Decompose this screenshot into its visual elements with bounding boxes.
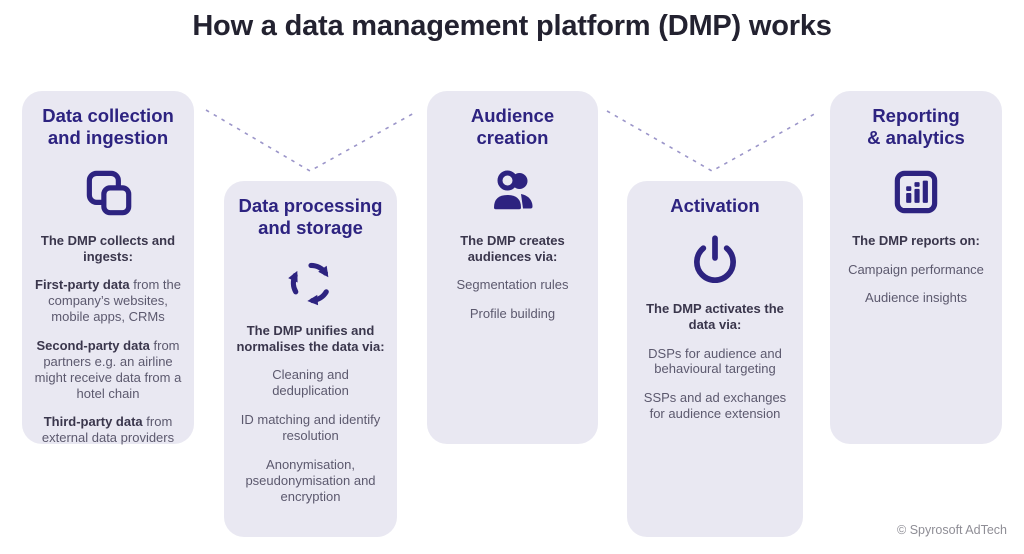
card-item: Profile building — [469, 306, 556, 322]
card-item: Campaign performance — [848, 261, 984, 277]
card-item: Anonymisation, pseudonymisation and encr… — [245, 456, 376, 504]
item-lead: Second-party data — [36, 337, 150, 353]
card-item: Cleaning and deduplication — [272, 367, 349, 399]
card-intro: The DMP collects and ingests: — [40, 232, 176, 264]
item-rest: from external data providers — [41, 414, 175, 446]
connector-v-right — [606, 110, 819, 172]
page-title: How a data management platform (DMP) wor… — [192, 10, 832, 42]
power-icon — [686, 231, 744, 289]
card-intro: The DMP activates the data via: — [646, 300, 784, 332]
recycle-icon — [282, 253, 340, 311]
card-item: First-party data from the company’s webs… — [34, 277, 182, 325]
card-intro: The DMP reports on: — [852, 232, 980, 248]
item-rest: from partners e.g. an airline might rece… — [34, 337, 182, 401]
users-icon — [485, 163, 541, 221]
copyright-credit: © Spyrosoft AdTech — [897, 523, 1007, 537]
card-item: Audience insights — [865, 290, 967, 306]
card-activation: Activation The DMP activates the data vi… — [627, 181, 803, 537]
card-item: Third-party data from external data prov… — [34, 414, 182, 446]
copy-icon — [79, 163, 137, 221]
card-item: ID matching and identify resolution — [240, 412, 381, 443]
card-item: Second-party data from partners e.g. an … — [34, 338, 182, 401]
card-heading: Audience creation — [470, 105, 555, 148]
card-data-processing: Data processing and storage The DMP unif… — [224, 181, 397, 537]
card-item: Segmentation rules — [456, 277, 569, 293]
card-heading: Data processing and storage — [238, 195, 383, 238]
card-intro: The DMP unifies and normalises the data … — [236, 322, 385, 354]
card-audience-creation: Audience creation The DMP creates audien… — [427, 91, 598, 444]
card-heading: Reporting & analytics — [867, 105, 965, 148]
item-lead: First-party data — [35, 277, 130, 293]
card-intro: The DMP creates audiences via: — [460, 232, 565, 264]
card-heading: Activation — [670, 195, 760, 216]
item-lead: Third-party data — [43, 414, 143, 430]
card-item: SSPs and ad exchanges for audience exten… — [643, 390, 787, 422]
card-reporting-analytics: Reporting & analytics The DMP reports on… — [830, 91, 1002, 444]
item-rest: from the company’s websites, mobile apps… — [48, 277, 181, 325]
card-item: DSPs for audience and behavioural target… — [648, 345, 782, 377]
card-heading: Data collection and ingestion — [42, 105, 174, 148]
bar-chart-icon — [887, 163, 945, 221]
card-data-collection: Data collection and ingestion The DMP co… — [22, 91, 194, 446]
connector-v-left — [205, 109, 417, 172]
